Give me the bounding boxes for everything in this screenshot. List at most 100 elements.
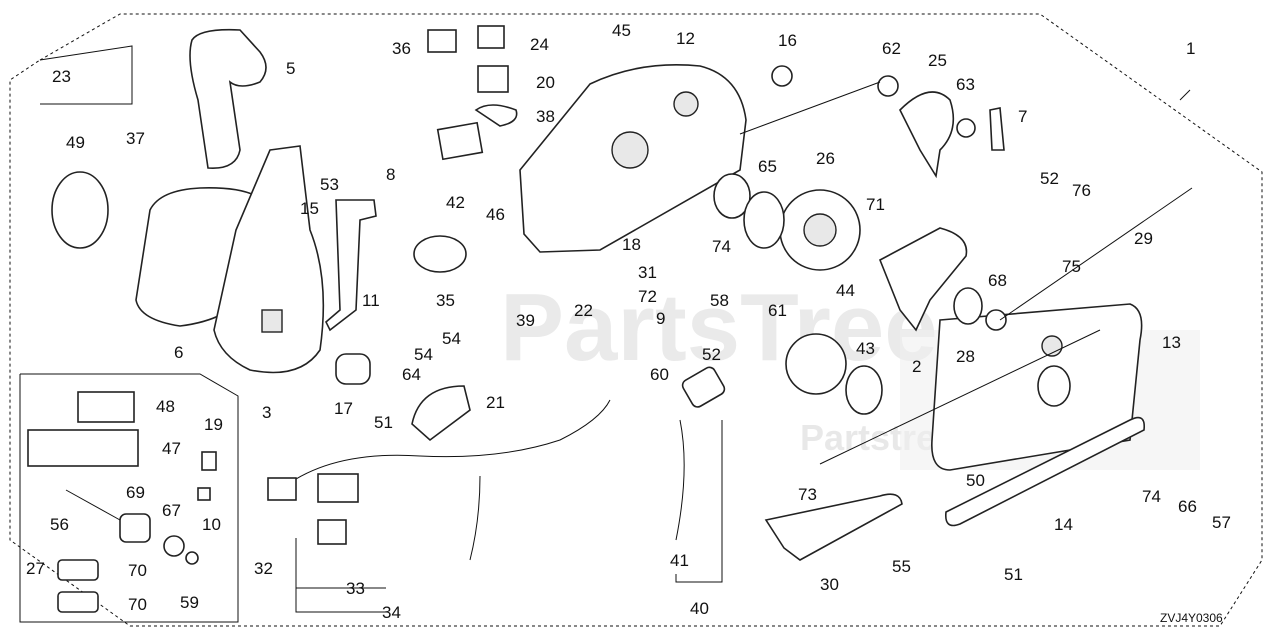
callout-42: 42 (446, 193, 465, 212)
callout-75: 75 (1062, 257, 1081, 276)
leader-32 (295, 538, 386, 613)
leader-40 (675, 420, 723, 583)
part-69-grommet (119, 513, 151, 543)
inset-box-23 (39, 45, 133, 105)
diagram-code: ZVJ4Y0306 (1160, 611, 1223, 625)
callout-50: 50 (966, 471, 985, 490)
callout-58: 58 (710, 291, 729, 310)
part-32-connector3 (317, 519, 347, 545)
part-20-switch (477, 65, 509, 93)
callout-14: 14 (1054, 515, 1073, 534)
callout-54b: 54 (414, 345, 433, 364)
part-74-ring (713, 173, 751, 219)
callout-12: 12 (676, 29, 695, 48)
callout-68: 68 (988, 271, 1007, 290)
callout-17: 17 (334, 399, 353, 418)
part-43-dial (845, 365, 883, 415)
part-32-branch (469, 475, 481, 561)
callout-70: 70 (128, 561, 147, 580)
callout-73: 73 (798, 485, 817, 504)
callout-54: 54 (442, 329, 461, 348)
callout-61: 61 (768, 301, 787, 320)
callout-36: 36 (392, 39, 411, 58)
callout-71: 71 (866, 195, 885, 214)
callout-3: 3 (262, 403, 271, 422)
part-49-ring (51, 171, 109, 249)
callout-44: 44 (836, 281, 855, 300)
part-47-label (27, 429, 139, 467)
leader-12-26 (739, 81, 881, 135)
part-44-switch (785, 333, 847, 395)
callout-55: 55 (892, 557, 911, 576)
callout-63: 63 (956, 75, 975, 94)
part-17-block (335, 353, 371, 385)
part-27-link (57, 559, 99, 581)
part-3-hub (261, 309, 283, 333)
part-12-boss (673, 91, 699, 117)
part-59-nut (185, 551, 199, 565)
callout-46: 46 (486, 205, 505, 224)
leader-1 (1179, 89, 1191, 101)
part-25-cam (899, 91, 955, 179)
part-68-washer (985, 309, 1007, 331)
part-63-washer (956, 118, 976, 138)
callout-56: 56 (50, 515, 69, 534)
callout-30: 30 (820, 575, 839, 594)
callout-32: 32 (254, 559, 273, 578)
part-38-gasket (474, 104, 518, 127)
callout-57: 57 (1212, 513, 1231, 532)
callout-19: 19 (204, 415, 223, 434)
part-32-connector (267, 477, 297, 501)
callout-15: 15 (300, 199, 319, 218)
part-42-module (436, 121, 484, 161)
callout-48: 48 (156, 397, 175, 416)
callout-23: 23 (52, 67, 71, 86)
callout-22: 22 (574, 301, 593, 320)
callout-34: 34 (382, 603, 401, 622)
callout-16: 16 (778, 31, 797, 50)
callout-59: 59 (180, 593, 199, 612)
callout-66: 66 (1178, 497, 1197, 516)
part-65-ring (743, 191, 785, 249)
callout-74b: 74 (1142, 487, 1161, 506)
callout-2: 2 (912, 357, 921, 376)
part-41-lanyard (675, 419, 685, 541)
part-7-pin (989, 107, 1005, 151)
callout-37: 37 (126, 129, 145, 148)
watermark: PartsTree (500, 274, 938, 381)
callout-52b: 52 (1040, 169, 1059, 188)
callout-62: 62 (882, 39, 901, 58)
callout-39: 39 (516, 311, 535, 330)
part-41-stop-switch (681, 366, 726, 408)
callout-6: 6 (174, 343, 183, 362)
part-10-clip (197, 487, 211, 501)
callout-21: 21 (486, 393, 505, 412)
leader-13-top (999, 187, 1193, 321)
callout-27: 27 (26, 559, 45, 578)
callout-5: 5 (286, 59, 295, 78)
part-36-relay (427, 29, 457, 53)
callout-26: 26 (816, 149, 835, 168)
callout-74: 74 (712, 237, 731, 256)
leader-50 (819, 329, 1101, 465)
callout-64: 64 (402, 365, 421, 384)
part-67-washer (163, 535, 185, 557)
callout-20: 20 (536, 73, 555, 92)
part-2-bracket (878, 227, 968, 332)
part-3-lever-arm (213, 145, 325, 374)
part-30-lever (764, 493, 903, 561)
callout-35: 35 (436, 291, 455, 310)
callout-31: 31 (638, 263, 657, 282)
callout-41: 41 (670, 551, 689, 570)
part-35-key-switch (413, 235, 467, 273)
part-32-connector2 (317, 473, 359, 503)
callout-38: 38 (536, 107, 555, 126)
callout-7: 7 (1018, 107, 1027, 126)
callout-51: 51 (374, 413, 393, 432)
callout-8: 8 (386, 165, 395, 184)
callout-53: 53 (320, 175, 339, 194)
part-21-plate (411, 385, 471, 442)
callout-24: 24 (530, 35, 549, 54)
